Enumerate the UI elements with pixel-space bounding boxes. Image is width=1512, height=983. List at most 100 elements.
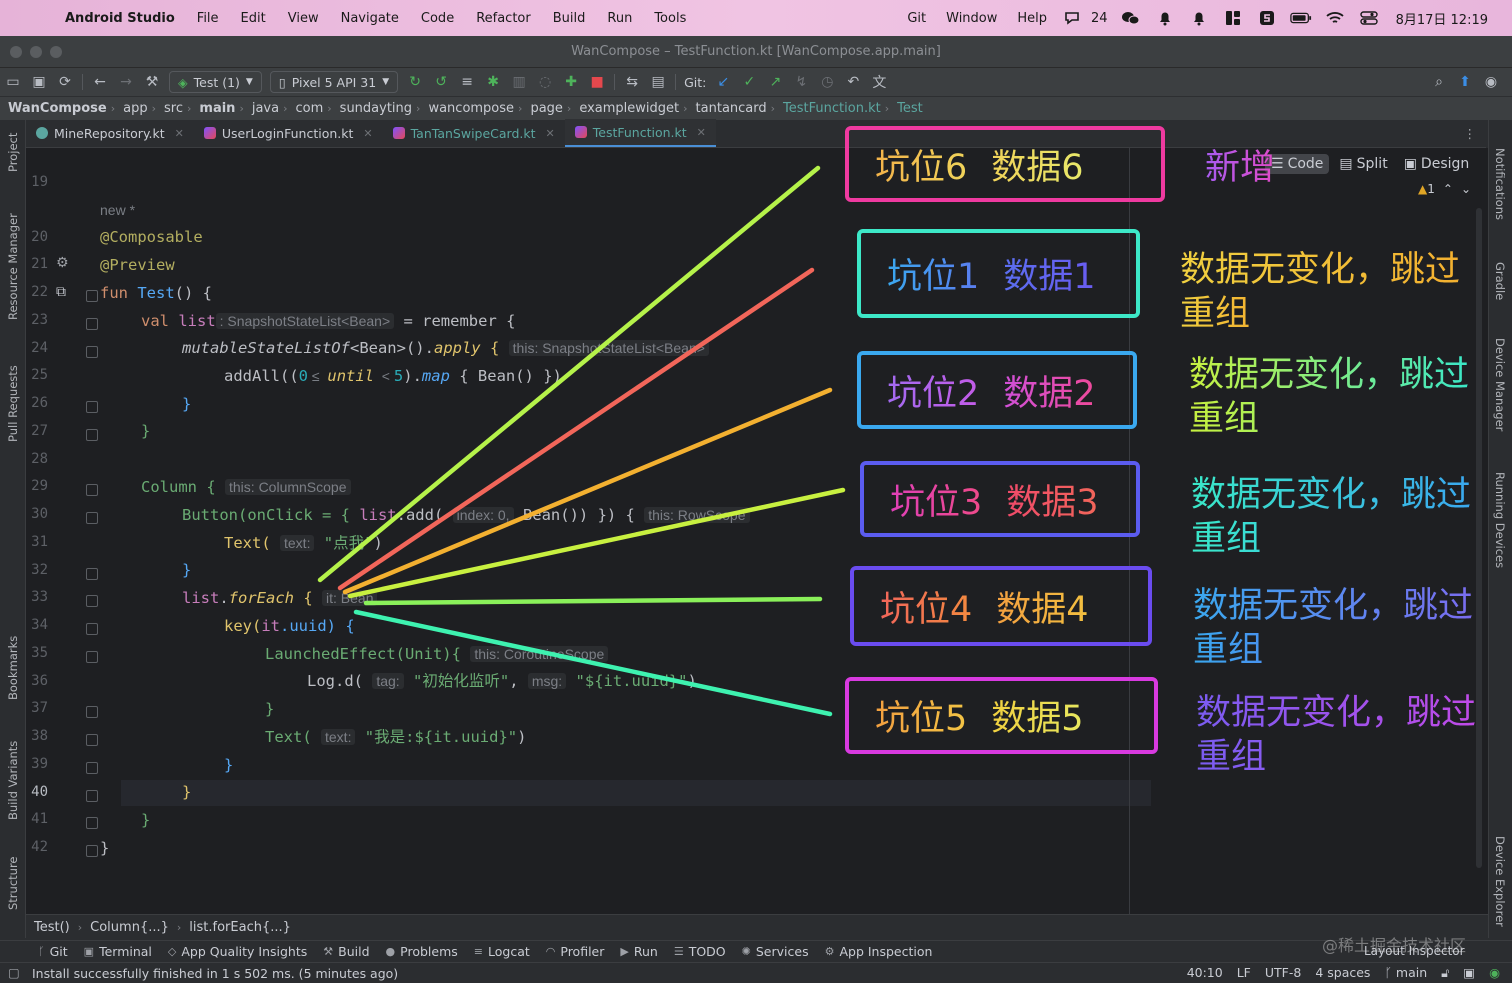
debug-bug-icon[interactable]: ✱ [487, 74, 499, 90]
code-line-33[interactable]: list.forEach { it: Bean [182, 586, 378, 610]
tool-app-inspection[interactable]: ⚙App Inspection [817, 944, 941, 959]
fold-marker-icon[interactable] [86, 762, 98, 774]
tool-device-explorer[interactable]: Device Explorer [1493, 836, 1507, 927]
code-line-30[interactable]: Button(onClick = { list.add( index: 0, B… [182, 503, 750, 527]
forward-arrow-icon[interactable]: → [120, 74, 132, 90]
fold-marker-icon[interactable] [86, 401, 98, 413]
breadcrumb-item[interactable]: main [199, 101, 236, 116]
code-line-32[interactable]: } [182, 561, 192, 579]
tool-bookmarks[interactable]: Bookmarks [6, 635, 20, 700]
back-arrow-icon[interactable]: ← [94, 74, 106, 90]
git-update-icon[interactable]: ↙ [717, 74, 730, 90]
tool-run[interactable]: ▶Run [612, 944, 665, 959]
git-push-icon[interactable]: ↗ [769, 74, 782, 90]
fold-marker-icon[interactable] [86, 734, 98, 746]
code-crumb-item[interactable]: Test() [34, 920, 70, 935]
device-mirror-icon[interactable]: ⇆ [626, 74, 638, 90]
build-hammer-icon[interactable]: ⚒ [145, 74, 159, 90]
code-line-31[interactable]: Text( text: "点我") [224, 531, 383, 555]
sync-icon[interactable]: ⟳ [59, 74, 71, 90]
git-history-icon[interactable]: ◷ [821, 74, 834, 90]
fold-marker-icon[interactable] [86, 290, 98, 302]
open-folder-icon[interactable]: ▭ [6, 74, 20, 90]
code-line-23[interactable]: val list: SnapshotStateList<Bean> = reme… [141, 309, 515, 333]
tool-profiler[interactable]: ◠Profiler [538, 944, 613, 959]
git-fetch-icon[interactable]: ↯ [795, 74, 808, 90]
indent-setting[interactable]: 4 spaces [1315, 965, 1371, 980]
breadcrumb-item[interactable]: wancompose [428, 101, 515, 116]
tab-minerepository[interactable]: MineRepository.kt ✕ [26, 119, 194, 147]
code-mode-button[interactable]: ☰Code [1265, 154, 1330, 174]
breadcrumb-item[interactable]: java [251, 101, 280, 116]
menu-run[interactable]: Run [607, 10, 633, 26]
bell-icon[interactable] [1154, 9, 1176, 27]
run-config-select[interactable]: ◈ Test (1) ▼ [169, 71, 262, 93]
git-rollback-icon[interactable]: ↶ [847, 74, 860, 90]
android-icon[interactable]: ◉ [1489, 965, 1500, 980]
code-line-27[interactable]: } [141, 422, 151, 440]
tool-todo[interactable]: ☰TODO [666, 944, 734, 959]
menu-tools[interactable]: Tools [654, 10, 687, 26]
code-text[interactable]: new * @Composable @Preview fun Test() { … [26, 148, 1126, 914]
menu-help[interactable]: Help [1017, 10, 1048, 26]
breadcrumb-item[interactable]: examplewidget [579, 101, 680, 116]
code-line-24[interactable]: mutableStateListOf<Bean>().apply { this:… [182, 336, 709, 360]
tool-running-devices[interactable]: Running Devices [1493, 472, 1507, 569]
tool-notifications[interactable]: Notifications [1493, 148, 1507, 220]
device-select[interactable]: ▯ Pixel 5 API 31 ▼ [269, 71, 399, 93]
bell-alt-icon[interactable] [1188, 9, 1210, 27]
grid-app-icon[interactable] [1222, 9, 1244, 27]
code-crumb-item[interactable]: list.forEach{...} [189, 920, 291, 935]
lock-icon[interactable]: 🔓︎ [1441, 965, 1450, 980]
clock[interactable]: 8月17日 12:19 [1395, 12, 1488, 28]
menu-view[interactable]: View [287, 10, 319, 26]
code-line-29[interactable]: Column { this: ColumnScope [141, 475, 351, 499]
code-line-21[interactable]: @Preview [100, 256, 175, 274]
fold-marker-icon[interactable] [86, 817, 98, 829]
code-line-41[interactable]: } [141, 811, 151, 829]
fold-marker-icon[interactable] [86, 651, 98, 663]
stop-icon[interactable]: ■ [590, 74, 604, 90]
breadcrumb-item[interactable]: sundayting [339, 101, 413, 116]
code-line-40[interactable]: } [182, 783, 192, 801]
menu-navigate[interactable]: Navigate [340, 10, 399, 26]
menu-edit[interactable]: Edit [240, 10, 266, 26]
breadcrumb-symbol[interactable]: Test [897, 101, 923, 116]
chevron-down-icon[interactable]: ⌄ [1460, 182, 1471, 196]
tool-services[interactable]: ✺Services [734, 944, 817, 959]
code-line-20[interactable]: @Composable [100, 228, 203, 246]
close-icon[interactable]: ✕ [363, 126, 373, 140]
tool-structure[interactable]: Structure [6, 856, 20, 911]
inspection-widget[interactable]: ▲1 ⌃ ⌄ [1418, 182, 1471, 196]
control-center-icon[interactable] [1358, 9, 1380, 27]
coverage-icon[interactable]: ✚ [565, 74, 577, 90]
split-mode-button[interactable]: ▤Split [1333, 154, 1393, 174]
update-icon[interactable]: ⬆ [1459, 74, 1471, 90]
preview-icon[interactable]: ⧉ [56, 284, 66, 300]
settings-gear-icon[interactable]: ⚙ [56, 255, 69, 271]
status-message[interactable]: Install successfully finished in 1 s 502… [32, 965, 399, 981]
search-icon[interactable]: ⌕ [1435, 74, 1443, 90]
code-line-26[interactable]: } [182, 395, 192, 413]
tool-build-variants[interactable]: Build Variants [6, 740, 20, 820]
wechat-icon[interactable] [1120, 9, 1142, 27]
apply-code-changes-icon[interactable]: ↺ [435, 74, 447, 90]
fold-marker-icon[interactable] [86, 595, 98, 607]
tool-project[interactable]: Project [6, 132, 20, 172]
code-line-35[interactable]: LaunchedEffect(Unit){ this: CoroutineSco… [265, 642, 609, 666]
breadcrumb-item[interactable]: app [123, 101, 148, 116]
tool-gradle[interactable]: Gradle [1493, 262, 1507, 301]
device-manager-icon[interactable]: ▤ [651, 74, 665, 90]
profile-icon[interactable]: ◌ [539, 74, 552, 90]
git-branch[interactable]: ᚴ main [1384, 965, 1427, 981]
code-line-38[interactable]: Text( text: "我是:${it.uuid}") [265, 725, 526, 749]
app-s-icon[interactable] [1256, 9, 1278, 27]
fold-marker-icon[interactable] [86, 318, 98, 330]
design-mode-button[interactable]: ▣Design [1398, 154, 1476, 174]
account-icon[interactable]: ◉ [1484, 74, 1498, 90]
breadcrumb-item[interactable]: com [295, 101, 324, 116]
close-icon[interactable]: ✕ [696, 125, 706, 139]
code-line-39[interactable]: } [224, 756, 234, 774]
code-line-42[interactable]: } [100, 839, 110, 857]
menu-file[interactable]: File [196, 10, 219, 26]
